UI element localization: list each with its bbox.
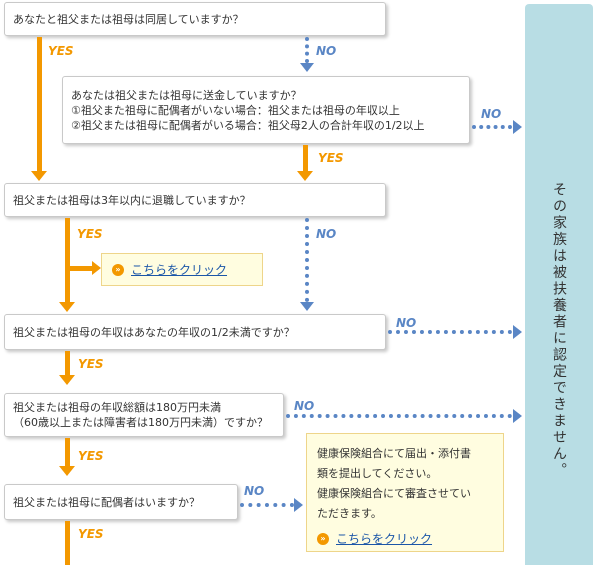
question-text: あなたは祖父または祖母に送金していますか？ bbox=[71, 88, 302, 102]
question-sending-money: あなたは祖父または祖母に送金していますか？ ①祖父また祖母に配偶者がいない場合：… bbox=[62, 76, 470, 144]
yes-arrow bbox=[59, 375, 75, 385]
yes-flow-line bbox=[65, 218, 70, 302]
question-income-ratio: 祖父または祖母の年収はあなたの年収の1/2未満ですか？ bbox=[4, 314, 386, 350]
no-arrow bbox=[513, 409, 522, 423]
no-arrow bbox=[300, 63, 314, 72]
question-retired: 祖父または祖母は3年以内に退職していますか？ bbox=[4, 183, 386, 217]
yes-flow-line bbox=[37, 37, 42, 171]
note-line: ただきます。 bbox=[317, 507, 382, 520]
yes-arrow bbox=[59, 302, 75, 312]
no-flow-line bbox=[472, 125, 512, 129]
no-arrow bbox=[513, 120, 522, 134]
no-label: NO bbox=[481, 107, 502, 121]
question-living-together: あなたと祖父または祖母は同居していますか？ bbox=[4, 2, 386, 36]
note-line: 健康保険組合にて届出・添付書 bbox=[317, 447, 471, 460]
yes-flow-line bbox=[65, 521, 70, 565]
yes-label: YES bbox=[78, 449, 104, 463]
question-text: 祖父または祖母の年収はあなたの年収の1/2未満ですか？ bbox=[13, 325, 295, 339]
question-note: （60歳以上または障害者は180万円未満）ですか？ bbox=[13, 416, 268, 429]
no-label: NO bbox=[316, 44, 337, 58]
yes-label: YES bbox=[77, 227, 103, 241]
double-chevron-right-icon: » bbox=[112, 263, 124, 276]
yes-arrow bbox=[92, 261, 101, 275]
question-text: 祖父または祖母は3年以内に退職していますか？ bbox=[13, 193, 251, 207]
no-arrow bbox=[294, 498, 303, 512]
click-here-box: » こちらをクリック bbox=[101, 253, 263, 286]
yes-flow-line bbox=[303, 145, 308, 171]
no-label: NO bbox=[294, 399, 315, 413]
double-chevron-right-icon: » bbox=[317, 533, 329, 545]
no-label: NO bbox=[316, 227, 337, 241]
question-text: あなたと祖父または祖母は同居していますか？ bbox=[13, 12, 244, 26]
not-eligible-panel: その家族は被扶養者に認定できません。 bbox=[525, 4, 593, 565]
yes-label: YES bbox=[78, 357, 104, 371]
no-flow-line bbox=[286, 414, 512, 418]
note-line: 類を提出してください。 bbox=[317, 467, 438, 480]
yes-branch-line bbox=[68, 266, 92, 271]
question-condition-2: ②祖父または祖母に配偶者がいる場合：祖父母2人の合計年収の1/2以上 bbox=[71, 118, 425, 132]
no-flow-line bbox=[388, 330, 512, 334]
question-annual-income: 祖父または祖母の年収総額は180万円未満 （60歳以上または障害者は180万円未… bbox=[4, 393, 284, 437]
no-label: NO bbox=[396, 316, 417, 330]
no-flow-line bbox=[305, 37, 309, 63]
not-eligible-text: その家族は被扶養者に認定できません。 bbox=[551, 182, 567, 479]
no-arrow bbox=[513, 325, 522, 339]
question-spouse: 祖父または祖母に配偶者はいますか？ bbox=[4, 484, 238, 520]
question-condition-1: ①祖父また祖母に配偶者がいない場合：祖父または祖母の年収以上 bbox=[71, 103, 400, 117]
yes-flow-line bbox=[65, 438, 70, 466]
yes-label: YES bbox=[48, 44, 74, 58]
click-here-link[interactable]: こちらをクリック bbox=[131, 263, 228, 277]
click-here-row: » こちらをクリック bbox=[317, 529, 493, 549]
submit-documents-note: 健康保険組合にて届出・添付書 類を提出してください。 健康保険組合にて審査させて… bbox=[306, 433, 504, 552]
yes-arrow bbox=[59, 466, 75, 476]
note-line: 健康保険組合にて審査させてい bbox=[317, 487, 471, 500]
no-arrow bbox=[300, 302, 314, 311]
question-text: 祖父または祖母に配偶者はいますか？ bbox=[13, 495, 200, 509]
yes-label: YES bbox=[78, 527, 104, 541]
yes-arrow bbox=[297, 171, 313, 181]
yes-flow-line bbox=[65, 351, 70, 375]
no-flow-line bbox=[305, 218, 309, 302]
click-here-link[interactable]: こちらをクリック bbox=[336, 532, 433, 546]
yes-arrow bbox=[31, 171, 47, 181]
no-flow-line bbox=[240, 503, 294, 507]
yes-label: YES bbox=[318, 151, 344, 165]
no-label: NO bbox=[244, 484, 265, 498]
question-text: 祖父または祖母の年収総額は180万円未満 bbox=[13, 401, 221, 414]
